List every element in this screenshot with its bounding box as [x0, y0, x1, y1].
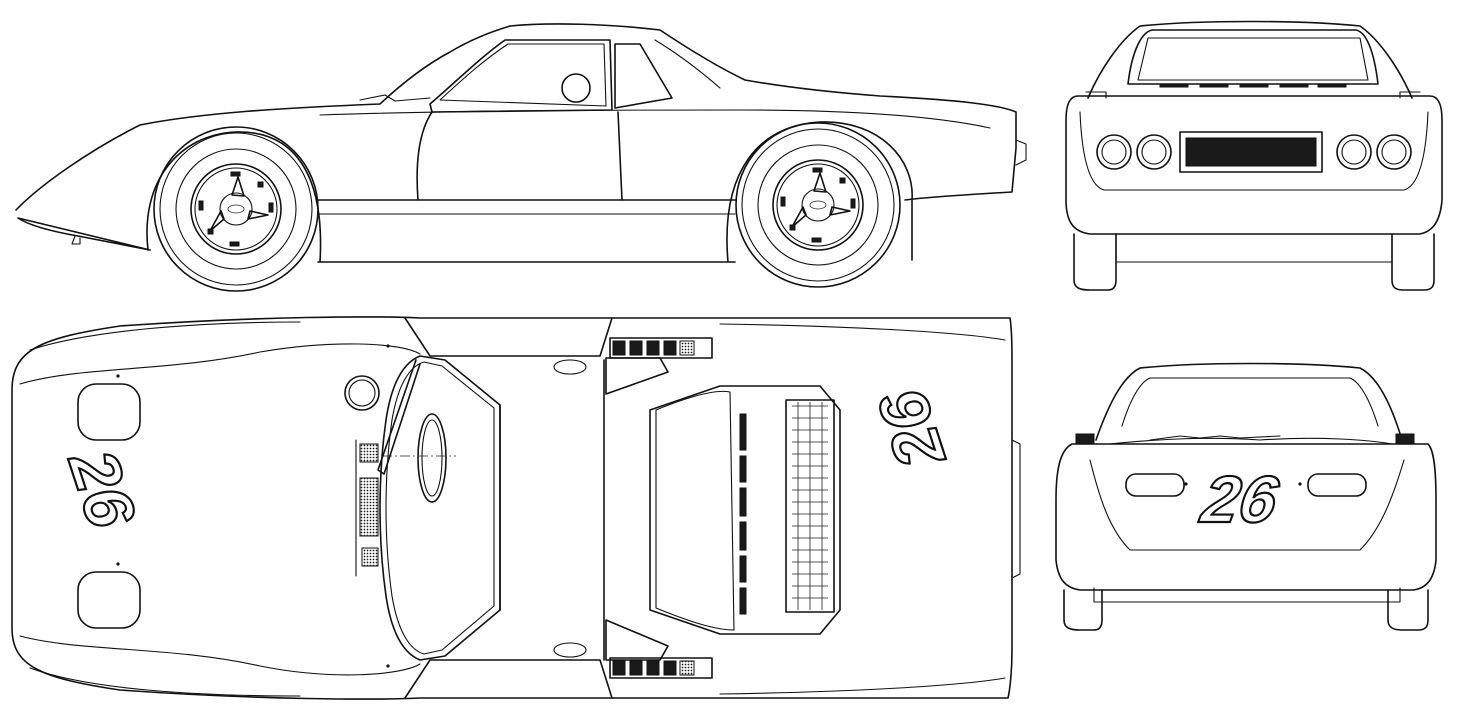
race-number-rear-view: 26 — [1195, 463, 1284, 536]
side-view — [15, 23, 1027, 292]
race-number-rear: 26 — [864, 380, 961, 478]
front-view — [1065, 20, 1443, 291]
rear-view: 26 — [1055, 362, 1437, 631]
race-number-front: 26 — [53, 439, 150, 537]
top-view: 26 26 — [11, 316, 1021, 700]
